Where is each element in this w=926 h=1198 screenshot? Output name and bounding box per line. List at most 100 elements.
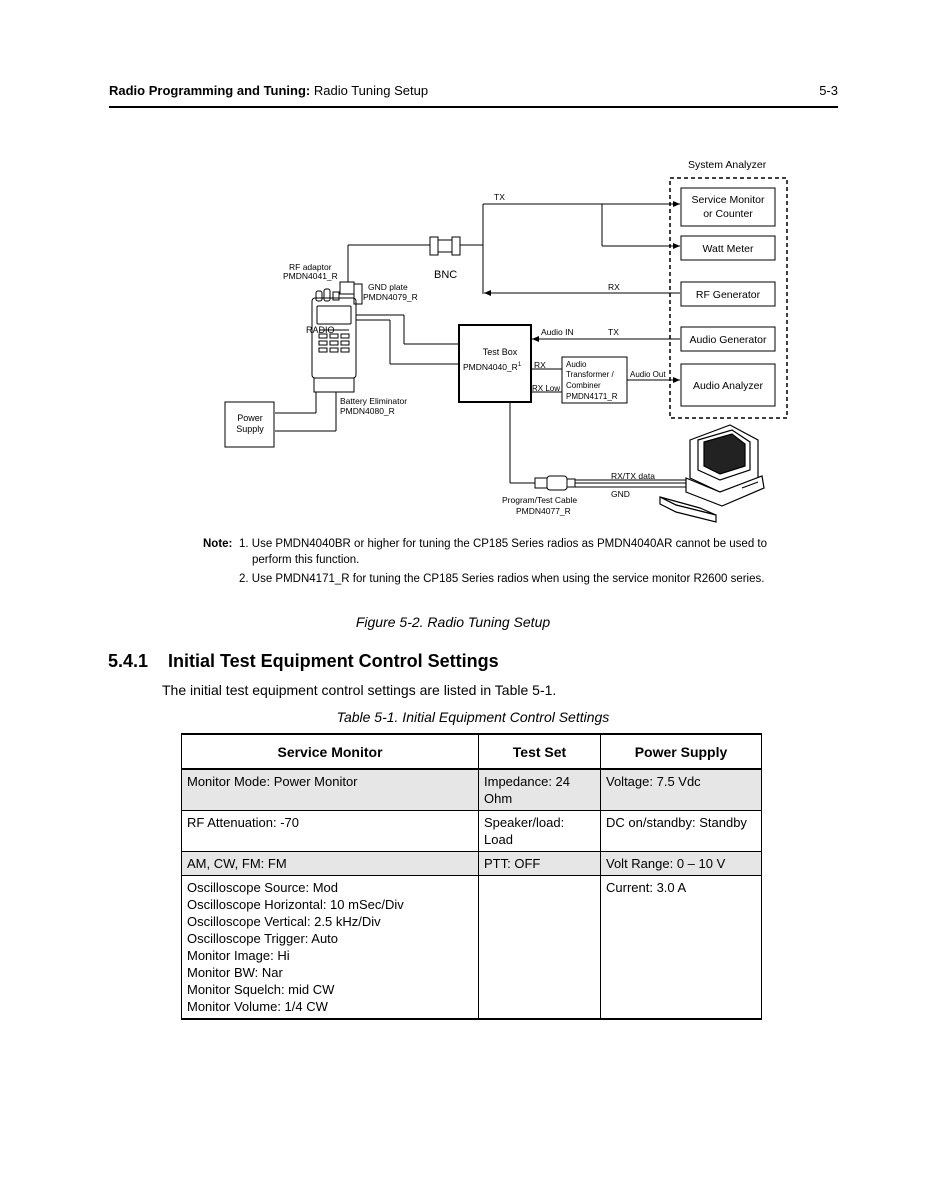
- label-audio-xfmr-3: Combiner: [566, 381, 601, 390]
- table-row: AM, CW, FM: FM PTT: OFF Volt Range: 0 – 10…: [181, 851, 762, 876]
- label-audio-xfmr-4: PMDN4171_R: [566, 392, 618, 401]
- program-cable-connector: [534, 475, 576, 491]
- rf-generator-box: [680, 281, 776, 307]
- label-cable-2: PMDN4077_R: [516, 506, 571, 516]
- label-rx-mid: RX: [608, 282, 620, 292]
- cell-line: AM, CW, FM: FM: [187, 856, 287, 871]
- test-set-cell: PTT: OFF: [478, 851, 601, 876]
- cell-line: DC on/standby: Standby: [606, 815, 747, 830]
- label-rf-adaptor-2: PMDN4041_R: [283, 271, 338, 281]
- cell-line: RF Attenuation: -70: [187, 815, 300, 830]
- cell-line: Monitor Image: Hi: [187, 948, 290, 963]
- service-monitor-cell: AM, CW, FM: FM: [181, 851, 479, 876]
- radio-device: [311, 281, 363, 393]
- header-rule: [109, 106, 838, 108]
- intro-paragraph: The initial test equipment control setti…: [162, 682, 557, 698]
- equipment-settings-table: Service Monitor Test Set Power Supply Mo…: [181, 733, 762, 1020]
- label-battery-elim-2: PMDN4080_R: [340, 406, 395, 416]
- label-gnd-plate-2: PMDN4079_R: [363, 292, 418, 302]
- label-audio-analyzer: Audio Analyzer: [693, 380, 764, 392]
- power-supply-cell: DC on/standby: Standby: [600, 810, 762, 852]
- cell-line: Monitor Squelch: mid CW: [187, 982, 335, 997]
- service-monitor-cell: RF Attenuation: -70: [181, 810, 479, 852]
- power-supply-box: [224, 401, 275, 448]
- label-bnc: BNC: [434, 269, 457, 281]
- cell-line: Monitor Volume: 1/4 CW: [187, 999, 328, 1014]
- cell-line: Oscilloscope Horizontal: 10 mSec/Div: [187, 897, 404, 912]
- audio-generator-box: [680, 326, 776, 352]
- table-caption: Table 5-1. Initial Equipment Control Set…: [336, 709, 610, 725]
- label-tx-top: TX: [494, 192, 505, 202]
- page-header: Radio Programming and Tuning: Radio Tuni…: [109, 83, 838, 108]
- cell-line: Load: [484, 832, 513, 847]
- label-system-analyzer: System Analyzer: [688, 159, 767, 171]
- label-audio-generator: Audio Generator: [689, 334, 767, 346]
- page-number: 5-3: [819, 83, 838, 98]
- cell-line: Ohm: [484, 791, 513, 806]
- label-audio-out: Audio Out: [630, 370, 666, 379]
- section-number: 5.4.1: [108, 651, 149, 671]
- note-item-2: 2. Use PMDN4171_R for tuning the CP185 S…: [239, 573, 765, 585]
- label-audio-xfmr-2: Transformer /: [566, 370, 614, 379]
- table-body: Monitor Mode: Power Monitor Impedance: 24…: [181, 768, 762, 1020]
- label-service-monitor-2: or Counter: [703, 208, 753, 220]
- power-supply-cell: Voltage: 7.5 Vdc: [600, 768, 762, 811]
- test-set-cell: Speaker/load: Load: [478, 810, 601, 852]
- section-title: Initial Test Equipment Control Settings: [168, 651, 499, 671]
- cell-line: Oscilloscope Source: Mod: [187, 880, 339, 895]
- label-audio-in: Audio IN: [541, 327, 574, 337]
- watt-meter-box: [680, 235, 776, 261]
- cell-line: Oscilloscope Trigger: Auto: [187, 931, 339, 946]
- label-test-box-1: Test Box: [483, 347, 518, 357]
- cell-line: PTT: OFF: [484, 856, 541, 871]
- power-supply-cell: Current: 3.0 A: [600, 875, 762, 1020]
- table-row: RF Attenuation: -70 Speaker/load: Load DC o…: [181, 810, 762, 852]
- bnc-connector: [429, 236, 439, 256]
- header-power-supply: Power Supply: [600, 733, 762, 770]
- cell-line: Monitor Mode: Power Monitor: [187, 774, 358, 789]
- header-test-set: Test Set: [478, 733, 601, 770]
- label-cable-1: Program/Test Cable: [502, 495, 577, 505]
- label-service-monitor-1: Service Monitor: [692, 194, 765, 206]
- label-battery-elim-1: Battery Eliminator: [340, 396, 407, 406]
- computer-icon: [659, 424, 765, 523]
- figure-caption: Figure 5-2. Radio Tuning Setup: [355, 614, 551, 630]
- cell-line: Speaker/load:: [484, 815, 565, 830]
- table-header-row: Service Monitor Test Set Power Supply: [181, 733, 762, 770]
- label-power-supply-2: Supply: [236, 424, 264, 434]
- service-monitor-box: [680, 187, 776, 227]
- cell-line: Impedance: 24: [484, 774, 571, 789]
- note-item-1: 1. Use PMDN4040BR or higher for tuning t…: [239, 538, 768, 566]
- cell-line: Oscilloscope Vertical: 2.5 kHz/Div: [187, 914, 381, 929]
- test-set-cell: [478, 875, 601, 1020]
- label-rx: RX: [534, 360, 546, 370]
- label-rf-adaptor-1: RF adaptor: [289, 262, 332, 272]
- label-radio: RADIO: [306, 325, 335, 335]
- label-test-box-2: PMDN4040_R1: [463, 362, 522, 372]
- section-heading: 5.4.1 Initial Test Equipment Control Sett…: [108, 651, 499, 672]
- label-rxtx-data: RX/TX data: [611, 471, 655, 481]
- cell-line: Monitor BW: Nar: [187, 965, 283, 980]
- label-watt-meter: Watt Meter: [703, 243, 754, 255]
- label-audio-xfmr-1: Audio: [566, 360, 587, 369]
- label-rx-low: RX Low: [532, 384, 560, 393]
- label-tx-audio: TX: [608, 327, 619, 337]
- table-row: Monitor Mode: Power Monitor Impedance: 24…: [181, 768, 762, 811]
- service-monitor-cell: Monitor Mode: Power Monitor: [181, 768, 479, 811]
- cell-line: Volt Range: 0 – 10 V: [606, 856, 726, 871]
- label-gnd: GND: [611, 489, 630, 499]
- radio-tuning-setup-diagram: System Analyzer Service Monitor or Count…: [224, 159, 788, 523]
- power-supply-cell: Volt Range: 0 – 10 V: [600, 851, 762, 876]
- audio-analyzer-box: [680, 363, 776, 407]
- label-gnd-plate-1: GND plate: [368, 282, 408, 292]
- label-power-supply-1: Power: [237, 413, 263, 423]
- system-analyzer-frame: [669, 177, 788, 419]
- header-title: Radio Programming and Tuning: Radio Tuni…: [109, 83, 429, 98]
- note-label: Note:: [203, 538, 233, 550]
- test-set-cell: Impedance: 24 Ohm: [478, 768, 601, 811]
- cell-line: Voltage: 7.5 Vdc: [606, 774, 701, 789]
- cell-line: Current: 3.0 A: [606, 880, 687, 895]
- header-service-monitor: Service Monitor: [181, 733, 479, 770]
